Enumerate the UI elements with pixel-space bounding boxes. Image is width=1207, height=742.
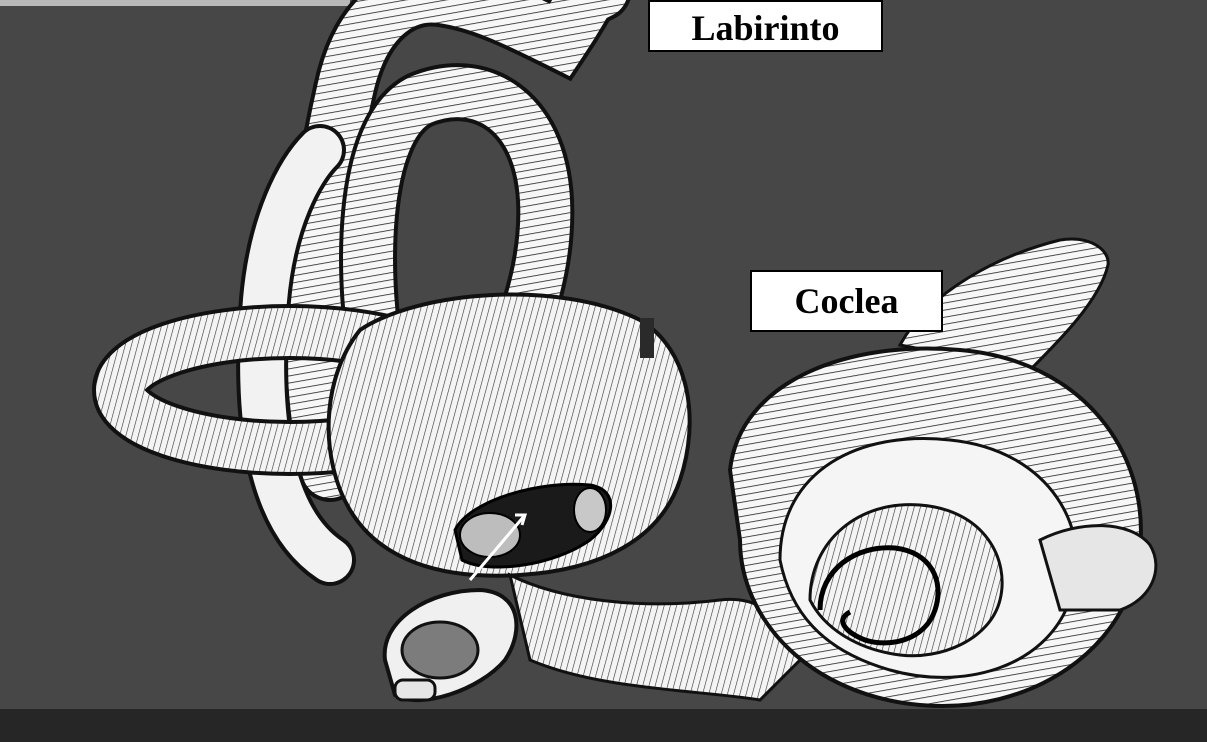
label-labirinto: Labirinto	[648, 0, 883, 52]
cochlea	[730, 349, 1156, 707]
bottom-bar	[0, 709, 1207, 742]
label-coclea: Coclea	[750, 270, 943, 332]
